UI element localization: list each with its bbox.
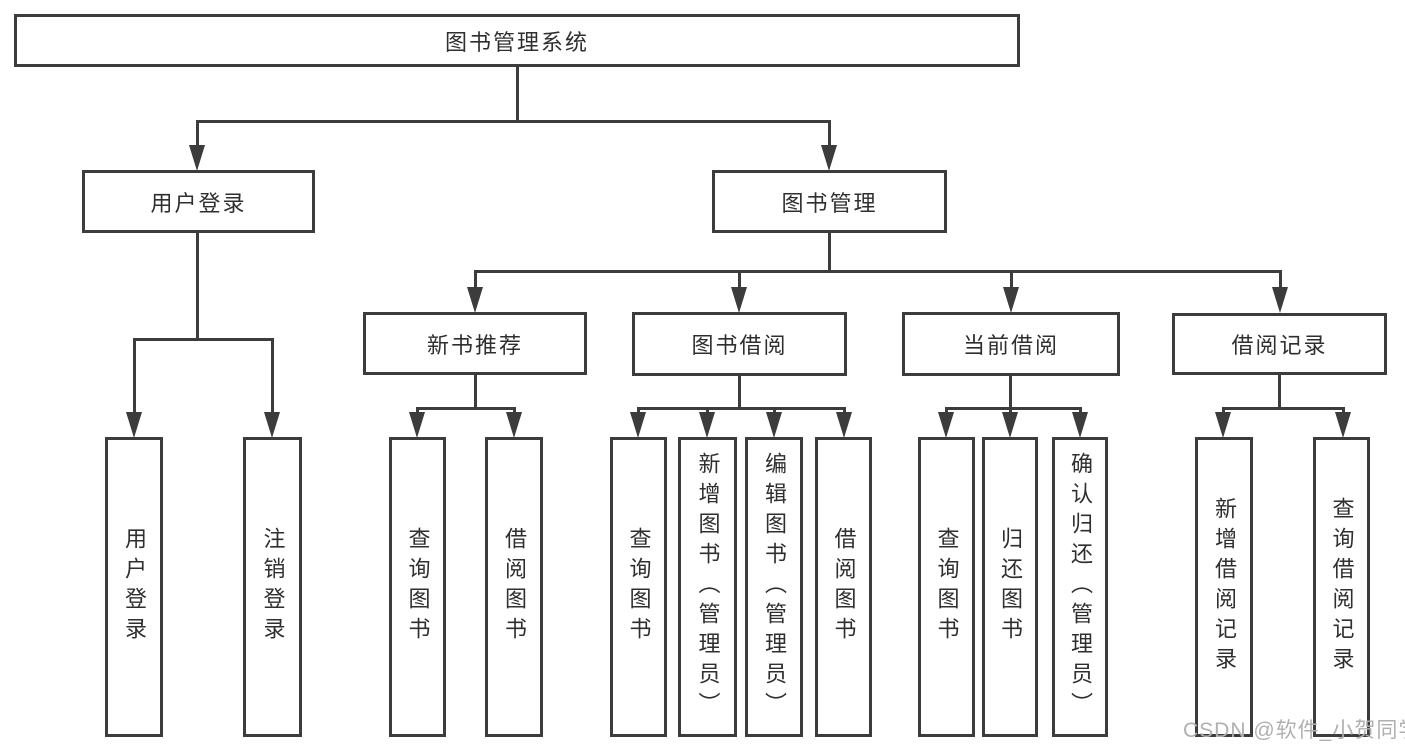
leaf-logout-label: 注销登录 xyxy=(260,527,286,647)
arrowhead-icon xyxy=(409,412,425,438)
leaf-current-confirm-return-admin-label: 确认归还（管理员） xyxy=(1068,452,1093,722)
arrowhead-icon xyxy=(1335,412,1351,438)
leaf-user-login: 用户登录 xyxy=(105,437,163,737)
connector-new-book-rail xyxy=(416,407,516,410)
node-book-management-label: 图书管理 xyxy=(781,190,878,216)
leaf-current-query-books-label: 查询图书 xyxy=(934,527,960,647)
arrowhead-icon xyxy=(1003,287,1019,313)
leaf-borrowing-borrow-books: 借阅图书 xyxy=(815,437,872,737)
connector-book-mgmt-stub xyxy=(828,233,831,272)
csdn-watermark: CSDN @软件_小贺同学 xyxy=(1183,719,1405,742)
node-borrow-records: 借阅记录 xyxy=(1172,313,1387,375)
arrowhead-icon xyxy=(1072,412,1088,438)
node-library-system-label: 图书管理系统 xyxy=(444,29,589,55)
arrowhead-icon xyxy=(836,412,852,438)
leaf-borrowing-edit-books-admin: 编辑图书（管理员） xyxy=(745,437,803,737)
leaf-current-return-books-label: 归还图书 xyxy=(998,527,1023,647)
node-user-login-label: 用户登录 xyxy=(150,190,247,216)
leaf-user-login-label: 用户登录 xyxy=(122,527,147,647)
arrowhead-icon xyxy=(766,412,782,438)
connector-records-stub xyxy=(1278,375,1281,409)
connector-user-login-rail xyxy=(133,338,274,341)
node-current-borrowing: 当前借阅 xyxy=(902,312,1120,376)
arrowhead-icon xyxy=(699,412,715,438)
connector-user-login-stub xyxy=(196,233,199,340)
leaf-records-add-record: 新增借阅记录 xyxy=(1195,437,1253,737)
arrowhead-icon xyxy=(1215,412,1231,438)
arrowhead-icon xyxy=(1272,287,1288,313)
connector-new-book-stub xyxy=(474,375,477,409)
leaf-records-query-record-label: 查询借阅记录 xyxy=(1329,497,1355,677)
node-current-borrowing-label: 当前借阅 xyxy=(962,333,1059,358)
arrowhead-icon xyxy=(821,145,837,171)
node-book-management: 图书管理 xyxy=(712,170,947,233)
connector-records-rail xyxy=(1222,407,1345,410)
connector-user-login-drop-2 xyxy=(271,338,274,416)
connector-current-rail xyxy=(945,407,1082,410)
leaf-borrowing-query-books-label: 查询图书 xyxy=(626,527,652,647)
connector-book-mgmt-drop-1 xyxy=(474,270,477,290)
leaf-borrowing-query-books: 查询图书 xyxy=(610,437,667,737)
connector-book-mgmt-rail xyxy=(474,270,1282,273)
leaf-records-query-record: 查询借阅记录 xyxy=(1313,437,1370,737)
leaf-current-query-books: 查询图书 xyxy=(918,437,975,737)
connector-borrowing-stub xyxy=(738,375,741,409)
arrowhead-icon xyxy=(938,412,954,438)
node-book-borrowing-label: 图书借阅 xyxy=(691,333,788,358)
leaf-borrowing-edit-books-admin-label: 编辑图书（管理员） xyxy=(762,452,787,722)
leaf-recommend-query-books-label: 查询图书 xyxy=(405,527,431,647)
connector-book-mgmt-drop-3 xyxy=(1010,270,1013,290)
leaf-borrowing-add-books-admin-label: 新增图书（管理员） xyxy=(695,452,721,722)
leaf-records-add-record-label: 新增借阅记录 xyxy=(1212,497,1237,677)
connector-current-stub xyxy=(1009,375,1012,409)
leaf-logout: 注销登录 xyxy=(243,437,302,737)
connector-root-stub xyxy=(516,67,519,122)
connector-borrowing-rail xyxy=(637,407,846,410)
node-library-system: 图书管理系统 xyxy=(14,14,1020,67)
node-book-borrowing: 图书借阅 xyxy=(632,312,847,376)
node-borrow-records-label: 借阅记录 xyxy=(1231,333,1328,358)
arrowhead-icon xyxy=(506,412,522,438)
arrowhead-icon xyxy=(126,412,142,438)
connector-root-drop-right xyxy=(828,120,831,148)
arrowhead-icon xyxy=(467,287,483,313)
connector-book-mgmt-drop-2 xyxy=(738,270,741,290)
arrowhead-icon xyxy=(731,287,747,313)
node-new-book-recommend-label: 新书推荐 xyxy=(426,332,523,358)
connector-book-mgmt-drop-4 xyxy=(1279,270,1282,290)
leaf-borrowing-add-books-admin: 新增图书（管理员） xyxy=(678,437,737,737)
arrowhead-icon xyxy=(630,412,646,438)
node-new-book-recommend: 新书推荐 xyxy=(363,312,587,375)
node-user-login: 用户登录 xyxy=(82,170,315,233)
leaf-recommend-query-books: 查询图书 xyxy=(389,437,446,737)
leaf-recommend-borrow-books: 借阅图书 xyxy=(485,437,543,737)
connector-user-login-drop-1 xyxy=(133,338,136,416)
connector-root-rail xyxy=(197,120,830,123)
leaf-recommend-borrow-books-label: 借阅图书 xyxy=(502,527,527,647)
leaf-current-confirm-return-admin: 确认归还（管理员） xyxy=(1052,437,1108,737)
arrowhead-icon xyxy=(189,145,205,171)
connector-root-drop-left xyxy=(196,120,199,148)
leaf-current-return-books: 归还图书 xyxy=(982,437,1038,737)
leaf-borrowing-borrow-books-label: 借阅图书 xyxy=(831,527,857,647)
arrowhead-icon xyxy=(264,412,280,438)
arrowhead-icon xyxy=(1002,412,1018,438)
